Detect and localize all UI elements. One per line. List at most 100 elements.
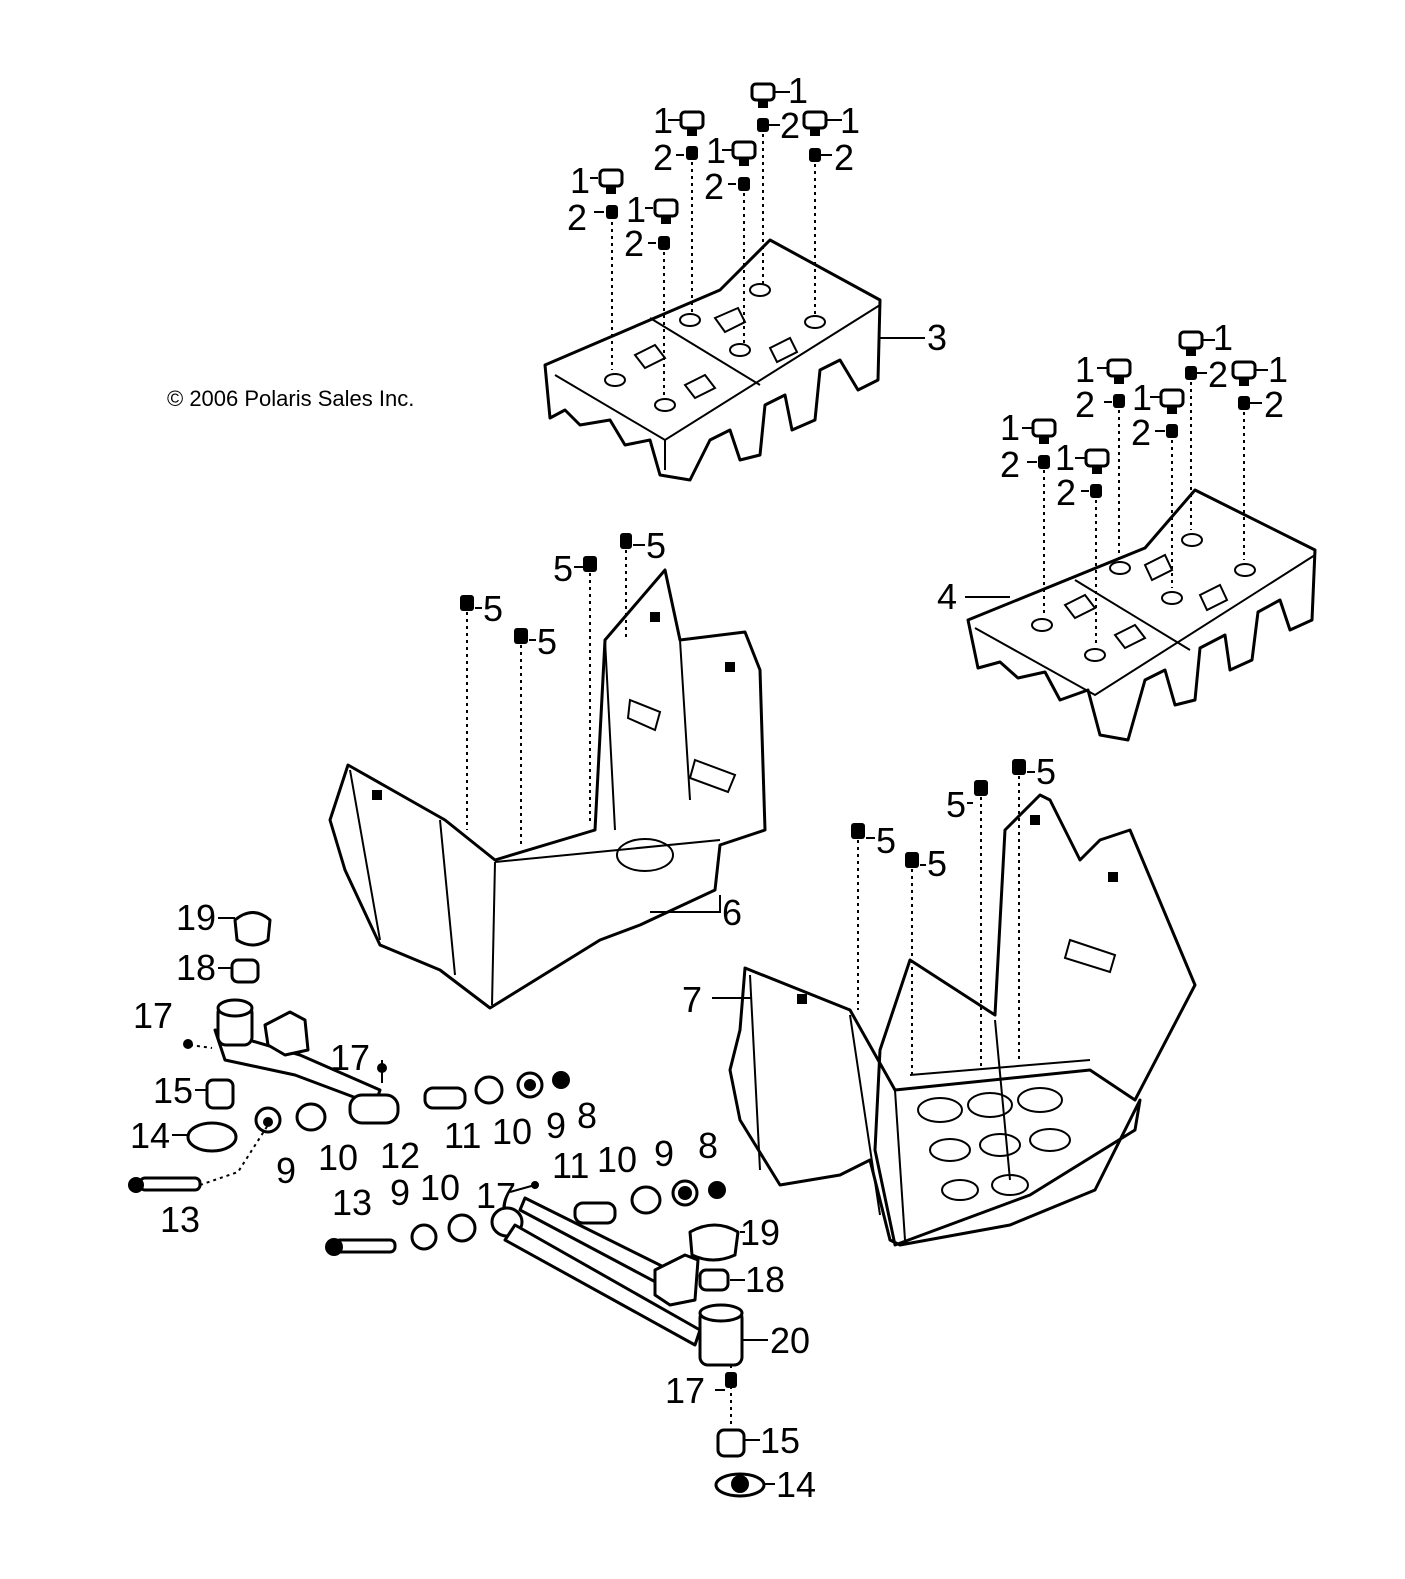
callout-18: 18 [176, 947, 216, 988]
nut-icon [1185, 366, 1197, 380]
rack-part-3 [543, 238, 882, 482]
callout-2: 2 [1131, 412, 1151, 453]
callout-2: 2 [653, 137, 673, 178]
callout-5: 5 [946, 784, 966, 825]
footwell-part-7 [728, 793, 1197, 1247]
bolt-icon [750, 82, 776, 108]
callout-18: 18 [745, 1259, 785, 1300]
bolt-icon [1159, 388, 1185, 414]
callout-17: 17 [330, 1037, 370, 1078]
bolt-icon [1031, 418, 1057, 444]
nut-icon [1090, 484, 1102, 498]
callout-1: 1 [788, 70, 808, 111]
pin-11b [573, 1201, 617, 1225]
callout-14: 14 [776, 1464, 816, 1505]
callout-13: 13 [160, 1199, 200, 1240]
callout-2: 2 [780, 105, 800, 146]
cap-19 [233, 911, 272, 947]
bushing-10c [447, 1213, 477, 1243]
callout-1: 1 [626, 189, 646, 230]
nut-icon [738, 177, 750, 191]
bushing-18 [230, 958, 260, 984]
spacer-15b [716, 1428, 746, 1458]
footwell-part-6 [328, 568, 767, 1010]
callout-20: 20 [770, 1320, 810, 1361]
callout-10: 10 [318, 1137, 358, 1178]
leader-lines [172, 91, 1268, 1485]
callout-15: 15 [760, 1420, 800, 1461]
bolt-icon [1106, 358, 1132, 384]
bolt-icon [1231, 360, 1257, 386]
pin-17a [183, 1039, 193, 1049]
callout-5: 5 [876, 820, 896, 861]
screw-icon [851, 823, 865, 839]
callout-1: 1 [706, 130, 726, 171]
callout-13: 13 [332, 1182, 372, 1223]
spacer-15 [205, 1078, 235, 1110]
callout-labels: 1 2 1 1 2 1 2 2 1 1 2 2 3 1 2 1 1 2 1 2 … [130, 70, 1288, 1505]
copyright-notice: © 2006 Polaris Sales Inc. [167, 386, 415, 411]
callout-1: 1 [570, 160, 590, 201]
fasteners-part-7 [851, 759, 1026, 1075]
screw-icon [514, 628, 528, 644]
callout-8: 8 [577, 1095, 597, 1136]
cap-19b [688, 1223, 740, 1262]
callout-9: 9 [546, 1105, 566, 1146]
callout-2: 2 [1075, 384, 1095, 425]
callout-1: 1 [1055, 437, 1075, 478]
nut-icon [809, 148, 821, 162]
callout-10: 10 [420, 1167, 460, 1208]
rack-part-4 [966, 488, 1317, 742]
callout-10: 10 [492, 1111, 532, 1152]
callout-12: 12 [380, 1135, 420, 1176]
callout-17: 17 [476, 1175, 516, 1216]
pin-11 [423, 1086, 467, 1110]
screw-icon [620, 533, 632, 549]
callout-5: 5 [646, 525, 666, 566]
footrest-bracket-left [128, 911, 570, 1193]
callout-9: 9 [390, 1172, 410, 1213]
nut-icon [606, 205, 618, 219]
callout-3: 3 [927, 317, 947, 358]
pin-17d [725, 1372, 737, 1388]
fasteners-part-6 [460, 533, 632, 845]
callout-19: 19 [740, 1212, 780, 1253]
nut-icon [1113, 394, 1125, 408]
nut-icon [686, 146, 698, 160]
nut-icon [757, 118, 769, 132]
callout-17: 17 [133, 995, 173, 1036]
callout-2: 2 [1208, 354, 1228, 395]
callout-2: 2 [1000, 444, 1020, 485]
callout-1: 1 [653, 100, 673, 141]
callout-15: 15 [153, 1070, 193, 1111]
bolt-13b [333, 1238, 397, 1254]
footrest-bracket-right [325, 1179, 766, 1498]
callout-5: 5 [537, 621, 557, 662]
pin-17b [377, 1063, 387, 1073]
callout-1: 1 [1075, 349, 1095, 390]
bushing-10a [295, 1102, 327, 1132]
screw-icon [905, 852, 919, 868]
fasteners-part-4 [1031, 330, 1257, 645]
callout-2: 2 [704, 166, 724, 207]
callout-1: 1 [840, 100, 860, 141]
nut-icon [658, 236, 670, 250]
callout-9: 9 [654, 1133, 674, 1174]
fasteners-part-3 [598, 82, 828, 400]
callout-10: 10 [597, 1139, 637, 1180]
bolt-icon [1084, 448, 1110, 474]
callout-14: 14 [130, 1115, 170, 1156]
nut-8a [552, 1071, 570, 1089]
bolt-icon [653, 198, 679, 224]
callout-1: 1 [1268, 349, 1288, 390]
bolt-icon [679, 110, 705, 136]
washer-9c [410, 1223, 438, 1251]
callout-5: 5 [483, 588, 503, 629]
callout-8: 8 [698, 1125, 718, 1166]
nut-8b [708, 1181, 726, 1199]
callout-6: 6 [722, 892, 742, 933]
nut-icon [1038, 455, 1050, 469]
callout-1: 1 [1132, 377, 1152, 418]
bolt-icon [731, 140, 757, 166]
nut-icon [1238, 396, 1250, 410]
